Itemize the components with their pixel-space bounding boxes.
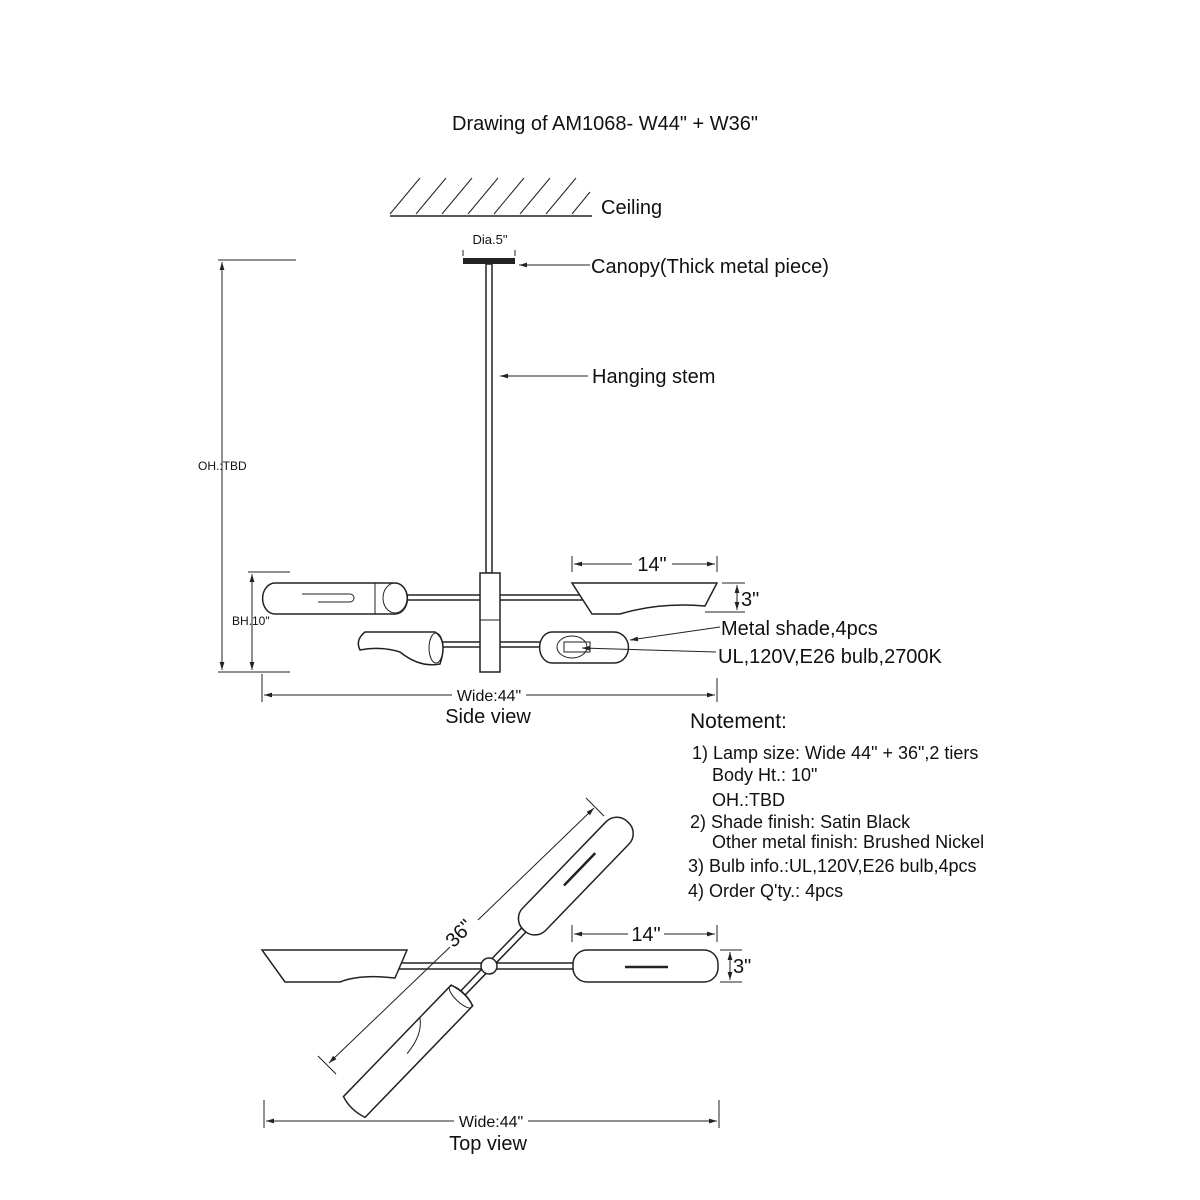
shade-upper-left	[261, 582, 409, 615]
canopy-diameter: Dia.5"	[473, 232, 508, 247]
shade-top-left	[260, 949, 409, 983]
notes-heading: Notement:	[690, 710, 787, 733]
shade-lower-left	[357, 631, 444, 666]
note-line: 2) Shade finish: Satin Black	[690, 812, 911, 832]
note-line: 3) Bulb info.:UL,120V,E26 bulb,4pcs	[688, 856, 977, 876]
overall-height-label: OH.:TBD	[198, 459, 247, 473]
diagonal-length-label: 36"	[442, 916, 478, 952]
shade-label: Metal shade,4pcs	[721, 618, 878, 640]
shade-width-label: 14"	[637, 554, 666, 576]
note-line: 1) Lamp size: Wide 44" + 36",2 tiers	[692, 743, 978, 763]
top-width-label: Wide:44"	[459, 1114, 523, 1131]
bulb-label: UL,120V,E26 bulb,2700K	[718, 646, 943, 668]
shade-top-upper	[517, 816, 634, 936]
top-shade-width-label: 14"	[631, 924, 660, 946]
note-line: 4) Order Q'ty.: 4pcs	[688, 881, 843, 901]
canopy-label: Canopy(Thick metal piece)	[591, 256, 829, 278]
top-view-caption: Top view	[449, 1133, 527, 1155]
note-line: OH.:TBD	[712, 790, 785, 810]
top-shade-height-label: 3"	[733, 956, 751, 978]
shade-height-label: 3"	[741, 589, 759, 611]
stem-label: Hanging stem	[592, 366, 715, 388]
note-line: Other metal finish: Brushed Nickel	[712, 832, 984, 852]
canopy	[463, 258, 515, 264]
shade-top-right	[572, 949, 719, 983]
hanging-stem	[485, 263, 493, 574]
drawing-title: Drawing of AM1068- W44" + W36"	[452, 113, 758, 135]
notes: Notement: 1) Lamp size: Wide 44" + 36",2…	[688, 710, 984, 901]
side-width-label: Wide:44"	[457, 688, 521, 705]
shade-upper-right	[570, 582, 719, 615]
shade-top-lower	[342, 984, 474, 1119]
side-view-caption: Side view	[445, 706, 531, 728]
side-view: Ceiling Dia.5" Canopy(Thick metal piece)…	[198, 177, 943, 728]
body	[479, 572, 501, 673]
ceiling-label: Ceiling	[601, 197, 662, 219]
top-view: 36" 14" 3" Wide:44" Top view	[260, 797, 751, 1155]
ceiling-hatch	[389, 177, 592, 217]
body-height-label: BH.10"	[232, 614, 270, 628]
note-line: Body Ht.: 10"	[712, 765, 817, 785]
shade-lower-right	[538, 631, 630, 664]
